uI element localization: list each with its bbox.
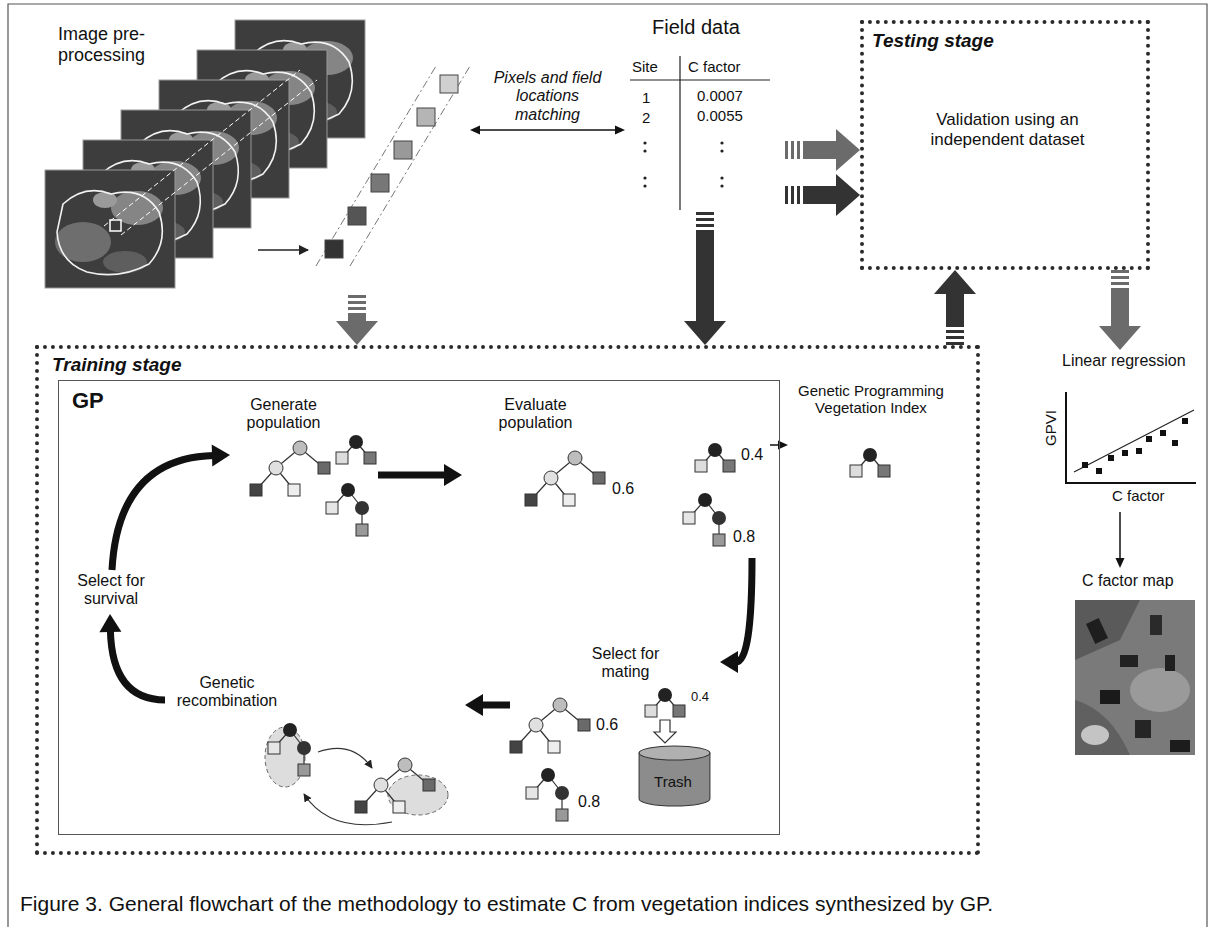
figure-caption: Figure 3. General flowchart of the metho… xyxy=(20,892,993,916)
arrow-connector xyxy=(684,212,726,345)
arrow-shaft xyxy=(1111,270,1129,328)
arrow-head xyxy=(444,464,462,486)
node-text: 1 xyxy=(642,89,650,106)
arrow-shaft xyxy=(946,292,964,345)
node-text: Trash xyxy=(637,773,709,790)
arrow-connector xyxy=(1099,270,1141,350)
node-text: 0.8 xyxy=(733,528,755,546)
node-text: Evaluate population xyxy=(488,396,583,433)
gp-loop-box: GP Generate population Evaluate population… xyxy=(58,380,780,835)
arrow-connector xyxy=(785,174,860,216)
node-text: 0.4 xyxy=(691,690,709,705)
arrow-head xyxy=(99,614,121,632)
node-text: 0.8 xyxy=(578,793,600,811)
node-text: Genetic recombination xyxy=(168,674,286,711)
arrow-head xyxy=(1116,558,1125,568)
arrow-head xyxy=(470,126,480,135)
node-text: 0.0055 xyxy=(697,107,743,124)
node-text: 0.0007 xyxy=(697,87,743,104)
trash-bin: Trash xyxy=(637,745,712,807)
node-text: Select for survival xyxy=(68,572,154,609)
arrow-head xyxy=(836,174,860,216)
arrow-connector xyxy=(465,694,510,716)
arrow-head xyxy=(1099,326,1141,350)
node-text: Select for mating xyxy=(578,645,673,682)
field-data-table: Field dataSite C factor 1 0.0007 2 0.0055 xyxy=(625,12,785,212)
arrow-shaft xyxy=(736,558,752,662)
arrow-connector xyxy=(470,126,625,135)
recombination-step: Genetic recombination xyxy=(165,670,465,830)
node-text: Validation using an independent dataset xyxy=(925,110,1090,149)
population-step: Evaluate population 0.6 0.4 0.8 xyxy=(462,393,770,558)
arrow-connector xyxy=(378,464,462,486)
node-text: GPVI xyxy=(1042,410,1059,446)
arrow-head xyxy=(212,444,230,466)
node-text: Generate population xyxy=(236,396,331,433)
arrow-shaft xyxy=(110,630,165,700)
survival-step: Select for survival xyxy=(66,570,157,614)
node-text: C factor xyxy=(688,58,741,75)
node-text: Linear regression xyxy=(1062,352,1186,370)
arrow-connector xyxy=(99,614,165,700)
arrow-head xyxy=(720,651,738,673)
arrow-head xyxy=(465,694,483,716)
c-factor-map: C factor map xyxy=(1068,568,1200,760)
arrow-head xyxy=(336,321,378,345)
arrow-shaft xyxy=(378,472,446,479)
node-text: Image pre-processing xyxy=(58,24,145,65)
arrow-shaft xyxy=(112,455,214,570)
testing-stage: Testing stageValidation using an indepen… xyxy=(860,20,1150,270)
regression-chart: Linear regressionGPVI C factor xyxy=(1035,350,1200,512)
population-step: Select for mating 0.6 0.4 0.8 Trash xyxy=(510,640,720,830)
arrow-head xyxy=(615,126,625,135)
arrow-shaft xyxy=(479,129,616,131)
arrow-connector xyxy=(112,444,230,570)
arrow-connector xyxy=(770,441,788,450)
arrow-shaft xyxy=(348,295,366,323)
node-text: Training stage xyxy=(52,354,182,376)
node-text: Genetic Programming Vegetation Index xyxy=(791,382,951,417)
node-text: Site xyxy=(632,58,658,75)
training-stage: Training stageGP Generate population Evalu… xyxy=(35,345,980,855)
arrow-connector xyxy=(336,295,378,345)
edge-label: Pixels and field locations matching xyxy=(486,69,610,124)
arrow-shaft xyxy=(770,444,779,446)
node-text: 0.6 xyxy=(596,716,618,734)
arrow-head xyxy=(934,270,976,294)
index-result: Genetic Programming Vegetation Index xyxy=(788,380,954,485)
arrow-head xyxy=(836,129,860,171)
node-text: GP xyxy=(72,388,104,413)
node-text: 0.4 xyxy=(741,446,763,464)
node-text: C factor xyxy=(1112,487,1165,504)
arrow-shaft xyxy=(785,141,838,159)
arrow-connector xyxy=(785,129,860,171)
population-step: Generate population xyxy=(230,393,378,543)
arrow-shaft xyxy=(785,186,838,204)
node-text: C factor map xyxy=(1082,572,1174,590)
arrow-head xyxy=(684,321,726,345)
arrow-shaft xyxy=(1119,512,1121,559)
image-stack: Image pre-processing xyxy=(40,10,470,295)
node-text: 0.6 xyxy=(612,480,634,498)
arrow-connector xyxy=(1116,512,1125,568)
arrow-shaft xyxy=(696,212,714,323)
node-text: 2 xyxy=(642,109,650,126)
node-text: Field data xyxy=(652,16,740,39)
arrow-shaft xyxy=(481,702,510,709)
arrow-connector xyxy=(720,558,752,673)
arrow-connector xyxy=(934,270,976,345)
node-text: Testing stage xyxy=(872,30,994,52)
